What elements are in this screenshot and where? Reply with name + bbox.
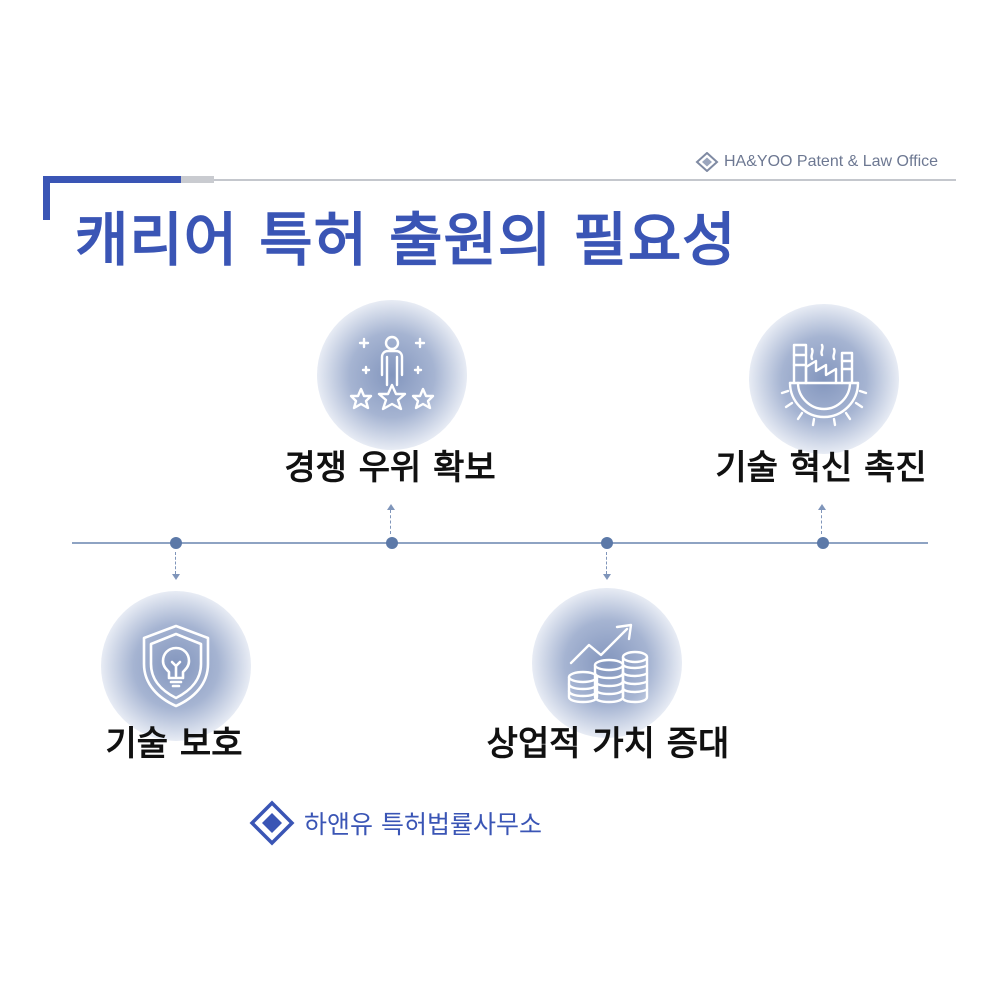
timeline-dot-1: [170, 537, 182, 549]
brand-footer: 하앤유 특허법률사무소: [248, 798, 542, 848]
timeline-dot-2: [386, 537, 398, 549]
timeline-item-2-circle: [317, 300, 467, 450]
connector-4: [821, 510, 822, 534]
factory-gear-icon: [780, 343, 868, 427]
timeline-dot-3: [601, 537, 613, 549]
coins-growth-icon: [567, 623, 649, 704]
connector-2: [390, 510, 391, 534]
connector-1-arrow-icon: [172, 574, 180, 580]
timeline-line: [72, 542, 928, 544]
header-corner-accent-vertical: [43, 176, 50, 220]
timeline-item-3-label: 상업적 가치 증대: [486, 724, 730, 764]
timeline-item-4-circle: [749, 304, 899, 454]
timeline-item-3-circle: [532, 588, 682, 738]
connector-1: [175, 552, 176, 574]
timeline-item-2-label: 경쟁 우위 확보: [284, 448, 496, 488]
timeline-item-1-circle: [101, 591, 251, 741]
timeline-dot-4: [817, 537, 829, 549]
page-title: 캐리어 특허 출원의 필요성: [75, 206, 737, 274]
header-divider: [212, 179, 956, 181]
connector-3-arrow-icon: [603, 574, 611, 580]
brand-header-text: HA&YOO Patent & Law Office: [724, 153, 939, 170]
timeline-item-4-label: 기술 혁신 촉진: [715, 448, 927, 488]
timeline-item-1-label: 기술 보호: [105, 724, 243, 764]
brand-header: HA&YOO Patent & Law Office: [695, 150, 938, 174]
header-divider-accent-light: [180, 176, 214, 183]
connector-2-arrow-icon: [387, 504, 395, 510]
connector-3: [606, 552, 607, 574]
brand-logo-icon: [249, 800, 295, 846]
person-stars-icon: [349, 335, 435, 411]
header-corner-accent: [43, 176, 181, 183]
brand-footer-text: 하앤유 특허법률사무소: [304, 810, 542, 839]
brand-logo-icon: [695, 152, 719, 172]
connector-4-arrow-icon: [818, 504, 826, 510]
lightbulb-shield-icon: [142, 624, 210, 708]
